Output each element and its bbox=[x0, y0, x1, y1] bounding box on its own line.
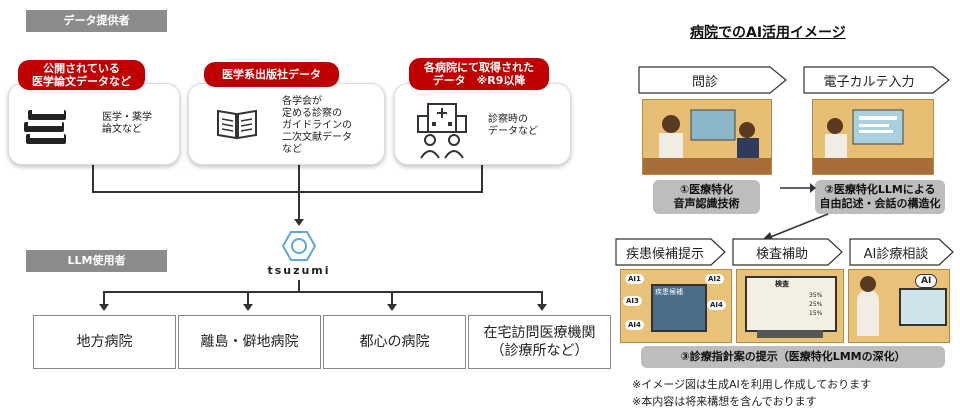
hospital-box-urban: 都心の病院 bbox=[323, 315, 466, 369]
provider-text-publisher-line: 二次文献データ bbox=[282, 132, 352, 143]
hospital-box-label: 地方病院 bbox=[76, 334, 133, 350]
provider-label-papers: 公開されている 医学論文データなど bbox=[18, 60, 145, 90]
provider-text-hospital-line: データなど bbox=[488, 126, 538, 137]
step-label-ehr: 電子カルテ入力 bbox=[823, 74, 915, 90]
hospital-box-remote: 離島・僻地病院 bbox=[178, 315, 321, 369]
tech-label-llm-line2: 自由記述・会話の構造化 bbox=[819, 197, 941, 210]
hospital-box-label: 離島・僻地病院 bbox=[200, 334, 299, 350]
step-arrow-exam bbox=[732, 238, 844, 266]
photo-interview bbox=[642, 99, 772, 175]
ai-bubble: AI1 bbox=[625, 274, 644, 284]
step-arrow-consult bbox=[849, 238, 955, 266]
chat-ai-bubble: AI bbox=[915, 274, 938, 288]
provider-card-hospital bbox=[394, 83, 571, 165]
step-arrow-ehr bbox=[803, 66, 951, 94]
screen-disease bbox=[651, 284, 707, 332]
photo-disease-candidates: 疾患候補 AI1 AI2 AI3 AI4 AI4 bbox=[620, 269, 732, 343]
screen-exam-pct: 25% bbox=[809, 301, 823, 308]
screen-exam bbox=[745, 276, 837, 332]
connector-card1-down bbox=[92, 165, 94, 192]
arrow-down-icon bbox=[99, 304, 109, 311]
arrow-down-icon bbox=[243, 304, 253, 311]
step-label-exam: 検査補助 bbox=[755, 246, 808, 262]
user-header: LLM使用者 bbox=[26, 250, 167, 272]
tech-label-speech-line1: ①医療特化 bbox=[679, 183, 734, 196]
monitor bbox=[899, 288, 947, 326]
screen-exam-pct: 15% bbox=[809, 310, 823, 317]
note-future-plan: ※本内容は将来構想を含んでおります bbox=[632, 395, 817, 408]
arrow-down-icon bbox=[294, 219, 304, 226]
provider-text-papers: 医学・薬学 論文など bbox=[102, 112, 172, 136]
connector-logo-down bbox=[298, 280, 300, 292]
connector-to-logo bbox=[298, 191, 300, 221]
screen-exam-title: 検査 bbox=[775, 280, 789, 288]
provider-text-papers-line: 論文など bbox=[102, 124, 142, 135]
provider-label-papers-line2: 医学論文データなど bbox=[32, 75, 131, 88]
photo-ehr bbox=[812, 99, 934, 175]
hospital-box-label-sub: （診療所など） bbox=[490, 343, 589, 359]
ai-bubble: AI2 bbox=[705, 274, 724, 284]
doctor-head bbox=[860, 276, 876, 292]
ai-bubble: AI4 bbox=[625, 320, 644, 330]
ai-bubble: AI4 bbox=[707, 300, 726, 310]
provider-text-publisher-line: 定める診察の bbox=[282, 108, 342, 119]
provider-label-hospital: 各病院にて取得された データ ※R9以降 bbox=[409, 58, 549, 90]
hospital-box-label: 都心の病院 bbox=[359, 334, 430, 350]
photo-ai-consult: AI bbox=[848, 269, 950, 343]
provider-text-papers-line: 医学・薬学 bbox=[102, 112, 152, 123]
provider-label-publisher-line1: 医学系出版社データ bbox=[222, 68, 321, 81]
provider-label-hospital-line1: 各病院にて取得された bbox=[424, 61, 534, 74]
provider-text-publisher-line: など bbox=[282, 144, 302, 155]
photo-exam: 検査 35% 25% 15% bbox=[736, 269, 844, 343]
tech-label-lmm: ③診療指針案の提示（医療特化LMMの深化） bbox=[641, 346, 945, 368]
hospital-box-regional: 地方病院 bbox=[33, 315, 176, 369]
connector-card3-down bbox=[481, 165, 483, 192]
provider-text-hospital: 診察時の データなど bbox=[488, 114, 560, 138]
connector-horizontal-top bbox=[92, 191, 483, 193]
provider-label-publisher: 医学系出版社データ bbox=[204, 62, 339, 87]
connector-hosp2 bbox=[247, 291, 249, 307]
connector-hosp4 bbox=[541, 291, 543, 307]
tech-label-speech: ①医療特化 音声認識技術 bbox=[653, 180, 760, 214]
keyboard bbox=[757, 330, 823, 338]
tech-label-llm-line1: ②医療特化LLMによる bbox=[824, 183, 936, 196]
ai-bubble: AI3 bbox=[623, 296, 642, 306]
tsuzumi-logo-text: tsuzumi bbox=[267, 264, 331, 277]
right-title: 病院でのAI活用イメージ bbox=[690, 25, 846, 41]
provider-text-publisher: 各学会が 定める診察の ガイドラインの 二次文献データ など bbox=[282, 96, 378, 156]
provider-text-hospital-line: 診察時の bbox=[488, 114, 528, 125]
connector-horizontal-bottom bbox=[103, 291, 543, 293]
connector-hosp1 bbox=[103, 291, 105, 307]
tech-label-llm: ②医療特化LLMによる 自由記述・会話の構造化 bbox=[815, 180, 945, 214]
step-label-consult: AI診療相談 bbox=[863, 246, 929, 262]
arrow-right-icon bbox=[780, 180, 816, 194]
hospital-icon bbox=[410, 96, 474, 160]
step-arrow-interview bbox=[638, 66, 788, 94]
note-generative-ai: ※イメージ図は生成AIを利用し作成しております bbox=[632, 378, 872, 391]
screen-disease-title: 疾患候補 bbox=[655, 288, 683, 296]
arrow-diagonal-icon bbox=[760, 212, 830, 242]
books-icon bbox=[22, 106, 70, 148]
connector-hosp3 bbox=[391, 291, 393, 307]
hospital-box-label: 在宅訪問医療機関 bbox=[483, 325, 596, 341]
provider-text-publisher-line: ガイドラインの bbox=[282, 120, 352, 131]
provider-label-hospital-line2: データ ※R9以降 bbox=[432, 74, 526, 87]
connector-card2-down bbox=[298, 165, 300, 192]
provider-text-publisher-line: 各学会が bbox=[282, 96, 322, 107]
provider-header: データ提供者 bbox=[26, 10, 167, 32]
hospital-box-home-care: 在宅訪問医療機関 （診療所など） bbox=[468, 315, 611, 369]
open-book-icon bbox=[215, 106, 259, 142]
screen-exam-pct: 35% bbox=[809, 292, 823, 299]
provider-label-papers-line1: 公開されている bbox=[43, 62, 120, 75]
arrow-down-icon bbox=[387, 304, 397, 311]
tsuzumi-logo-icon bbox=[281, 230, 317, 262]
step-arrow-disease bbox=[615, 238, 727, 266]
step-label-interview: 問診 bbox=[691, 74, 718, 90]
tech-label-speech-line2: 音声認識技術 bbox=[673, 197, 740, 210]
arrow-down-icon bbox=[537, 304, 547, 311]
doctor-figure bbox=[857, 290, 879, 336]
step-label-disease: 疾患候補提示 bbox=[625, 246, 704, 262]
